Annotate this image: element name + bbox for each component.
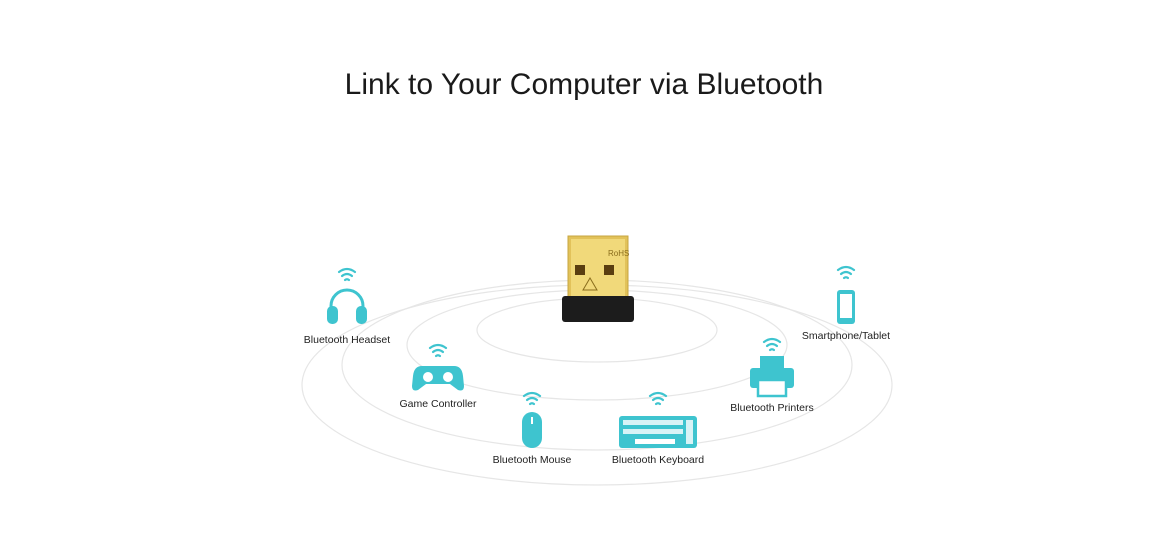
printers-label: Bluetooth Printers xyxy=(730,402,814,414)
page-title: Link to Your Computer via Bluetooth xyxy=(344,68,824,101)
usb-adapter: RoHS xyxy=(562,235,634,322)
headset-label: Bluetooth Headset xyxy=(303,334,391,346)
mouse-label: Bluetooth Mouse xyxy=(492,454,572,466)
mouse-icon xyxy=(522,391,542,448)
headset-icon xyxy=(327,267,367,324)
game-controller-icon xyxy=(412,343,464,391)
keyboard-icon xyxy=(619,391,697,448)
printer-icon xyxy=(750,337,794,398)
device-headset: Bluetooth Headset xyxy=(277,264,417,346)
device-keyboard: Bluetooth Keyboard xyxy=(588,390,728,466)
rohs-mark: RoHS xyxy=(608,249,629,258)
device-phone: Smartphone/Tablet xyxy=(776,264,916,342)
device-controller: Game Controller xyxy=(368,342,508,410)
phone-label: Smartphone/Tablet xyxy=(801,330,891,342)
device-printers: Bluetooth Printers xyxy=(702,336,842,414)
smartphone-icon xyxy=(836,265,856,324)
keyboard-label: Bluetooth Keyboard xyxy=(611,454,705,466)
controller-label: Game Controller xyxy=(399,398,477,410)
device-mouse: Bluetooth Mouse xyxy=(462,390,602,466)
